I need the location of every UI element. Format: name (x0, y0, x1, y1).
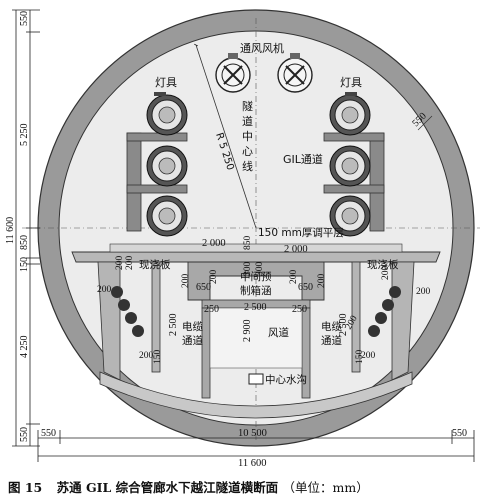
label-lamp-left: 灯具 (155, 76, 177, 89)
cable-trays-right (368, 286, 401, 337)
gil-pipe-left-3 (146, 195, 188, 237)
svg-text:通道: 通道 (321, 334, 342, 347)
lamp-right-icon (345, 92, 357, 96)
dim-150-left: 150 (153, 350, 163, 365)
dim-2500-right-height: 2 500 (338, 314, 349, 337)
fan-right (277, 53, 313, 93)
svg-text:线: 线 (242, 159, 253, 173)
dim-center-300a: 300 (243, 262, 253, 277)
svg-text:中间预: 中间预 (240, 270, 272, 283)
dim-center-300b: 300 (255, 262, 265, 277)
dim-bottom-10500: 10 500 (238, 428, 267, 439)
label-cast-slab-left: 现浇板 (139, 258, 171, 271)
label-cast-slab-right: 现浇板 (367, 258, 399, 271)
center-drain (248, 373, 264, 385)
gil-pipe-right-2 (329, 145, 371, 187)
dim-200-h: 200 (381, 266, 391, 281)
label-centerline: 隧 道 中 心 线 (242, 99, 253, 173)
label-lamp-right: 灯具 (340, 76, 362, 89)
svg-text:通道: 通道 (182, 334, 203, 347)
gil-pipe-left-1 (146, 94, 188, 136)
dim-left-5250: 5 250 (19, 124, 30, 147)
dim-2500-width: 2 500 (244, 302, 267, 313)
dim-200-b: 200 (125, 256, 135, 271)
cable-trays-left (111, 286, 144, 337)
dim-bottom-left-550: 550 (41, 428, 56, 439)
dim-200-l: 200 (361, 351, 376, 361)
label-adjust-layer: 150 mm厚调平层 (258, 227, 344, 239)
dim-150-right: 150 (355, 350, 365, 365)
svg-text:道: 道 (242, 114, 253, 128)
dim-200-d: 200 (181, 274, 191, 289)
figure-title: 苏通 GIL 综合管廊水下越江隧道横断面 (56, 480, 279, 495)
dim-200-k: 200 (139, 351, 154, 361)
precast-box-culvert (187, 261, 325, 399)
svg-text:电缆: 电缆 (321, 320, 342, 333)
dim-top-center-850: 850 (243, 236, 253, 251)
tunnel-cross-section: 通风风机 灯具 灯具 GIL通道 R 5 250 隧 道 中 心 线 150 m… (5, 9, 480, 469)
lamp-left-icon (154, 92, 166, 96)
dim-left-850: 850 (19, 235, 30, 250)
bottom-dimension-chain (37, 430, 475, 462)
label-fan: 通风风机 (240, 41, 284, 55)
invert-base (99, 371, 413, 419)
column-right (351, 261, 361, 373)
dim-bottom-right-550: 550 (452, 428, 467, 439)
radius-line (194, 43, 257, 229)
svg-text:隧: 隧 (242, 99, 253, 113)
dim-250-right: 250 (292, 304, 307, 315)
dim-200-f: 200 (289, 270, 299, 285)
label-cable-right: 电缆 通道 (321, 320, 342, 347)
figure-unit: （单位：mm） (282, 480, 369, 495)
gil-pipe-right-3 (329, 195, 371, 237)
gil-pipe-left-2 (146, 145, 188, 187)
label-drain: 中心水沟 (265, 373, 307, 386)
dim-650-right: 650 (298, 282, 313, 293)
leveling-layer (109, 243, 403, 253)
figure-number: 图 15 (8, 480, 43, 495)
figure-caption: 图 15 苏通 GIL 综合管廊水下越江隧道横断面 （单位：mm） (0, 477, 493, 503)
label-middle-precast: 中间预 制箱涵 (240, 270, 272, 297)
dim-left-550-top: 550 (19, 11, 30, 26)
svg-text:制箱涵: 制箱涵 (240, 284, 272, 297)
column-left (151, 261, 161, 373)
dim-200-c: 200 (97, 285, 112, 295)
label-air-duct: 风道 (268, 326, 289, 339)
dim-2900-height: 2 900 (242, 320, 253, 343)
fan-left (215, 53, 251, 93)
ring-thickness-leader (417, 115, 433, 131)
gil-pipe-right-1 (329, 94, 371, 136)
left-dimension-chain (12, 9, 40, 447)
svg-text:电缆: 电缆 (182, 320, 203, 333)
dim-2500-left-height: 2 500 (168, 314, 179, 337)
svg-text:中: 中 (242, 130, 253, 143)
dim-200-g: 200 (317, 274, 327, 289)
gil-support-right (323, 132, 385, 232)
label-cable-left: 电缆 通道 (182, 320, 203, 347)
dim-250-left: 250 (204, 304, 219, 315)
dim-bottom-total: 11 600 (238, 458, 267, 469)
dim-200-e: 200 (209, 270, 219, 285)
dim-left-total: 11 600 (5, 217, 16, 244)
dim-left-550-bottom: 550 (19, 427, 30, 442)
dim-200-i: 200 (416, 287, 431, 297)
dim-650-left: 650 (196, 282, 211, 293)
dim-left-150: 150 (19, 257, 30, 272)
label-gil-channel: GIL通道 (283, 152, 323, 166)
dim-200-a: 200 (115, 256, 125, 271)
svg-text:心: 心 (242, 145, 253, 158)
dim-top-right-2000: 2 000 (284, 244, 308, 255)
dim-left-4250: 4 250 (19, 336, 30, 359)
dim-top-left-2000: 2 000 (202, 238, 226, 249)
gil-support-left (126, 132, 188, 232)
